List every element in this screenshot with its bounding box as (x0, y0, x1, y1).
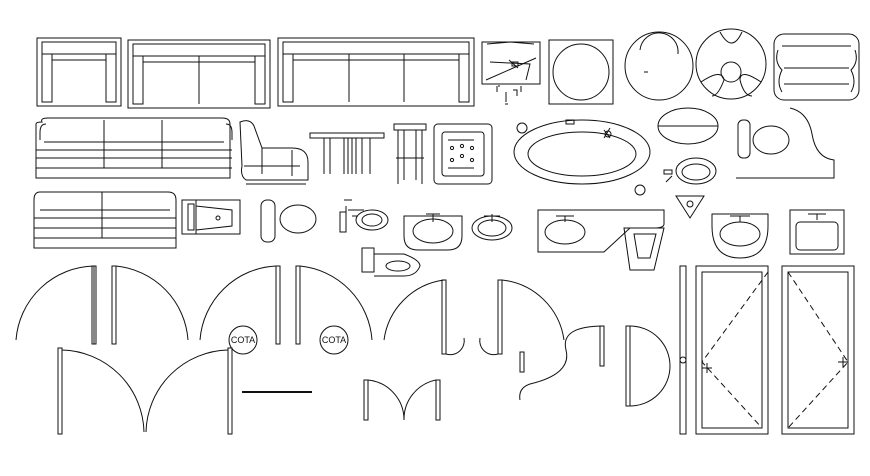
bidet-elevation (624, 228, 664, 270)
toilet-side (362, 248, 420, 276)
armchair-plan (37, 38, 121, 106)
wall-sink-2 (472, 214, 512, 240)
bidet-plan (182, 200, 240, 234)
oval-sink-wall (658, 108, 718, 144)
vanity-oval-sink (514, 120, 650, 195)
double-door-swing (364, 380, 440, 420)
three-seat-sofa-front (36, 118, 232, 178)
door-swing-right-2 (296, 266, 372, 344)
sliding-door-frame-right (782, 266, 854, 434)
cota-marker-1 (229, 326, 257, 354)
door-swing-right-4 (146, 348, 232, 434)
oval-basin (280, 205, 316, 233)
door-swing-left-2 (200, 266, 280, 344)
bar-stool-elevation (394, 124, 426, 184)
table-elevation (310, 133, 384, 174)
basin-square (790, 210, 844, 254)
corner-sink-triangle (676, 196, 704, 218)
round-table-plan (625, 32, 693, 100)
tv-cabinet-plan (482, 42, 540, 104)
door-swing-left-1 (16, 266, 96, 344)
toilet-plan (340, 200, 388, 232)
cota-label-1: COTA (231, 335, 255, 345)
corner-counter-sink (736, 108, 834, 178)
cota-label-2: COTA (322, 335, 346, 345)
door-swing-right-1 (112, 266, 188, 344)
armchair-plan-small (774, 34, 859, 100)
round-table-three-chairs (696, 29, 766, 99)
two-seat-sofa-plan (128, 40, 270, 108)
towel-bar (261, 200, 275, 242)
three-seat-sofa-plan (278, 38, 474, 106)
armchair-side (240, 121, 308, 184)
two-seat-sofa-front (34, 192, 176, 248)
cota-marker-2 (320, 326, 348, 354)
sliding-door-frame-left (680, 266, 768, 434)
door-swing-small (626, 326, 670, 406)
door-swing-left-4 (58, 348, 144, 434)
armchair-plan-cushion (434, 124, 492, 184)
square-table-round-top (549, 40, 613, 104)
vanity-sink-counter (538, 210, 664, 252)
pedestal-sink-small (664, 158, 716, 184)
basin-pedestal (712, 214, 768, 258)
wall-sink-1 (404, 214, 462, 250)
door-swing-left-3 (384, 280, 464, 355)
door-swing-right-3 (480, 280, 564, 355)
door-double-swing-s (520, 326, 604, 400)
